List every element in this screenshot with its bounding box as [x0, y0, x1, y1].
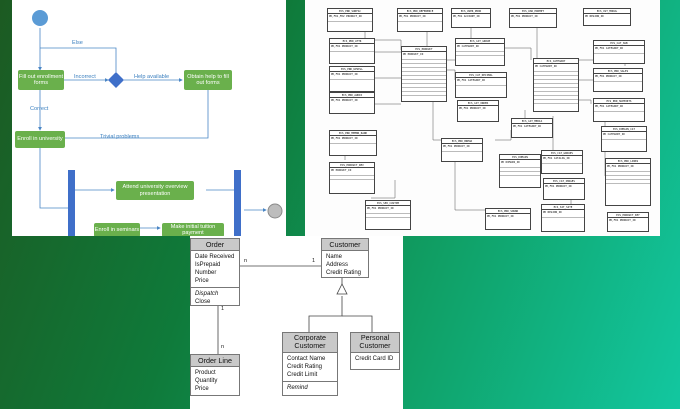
generalization-arrow [336, 283, 348, 295]
order-attr-date-received: Date Received [195, 254, 235, 260]
class-order-name: Order [191, 239, 239, 251]
obtain-help-action: Obtain help to fill out forms [184, 70, 232, 90]
final-node [267, 203, 283, 219]
initial-node [32, 10, 48, 26]
class-customer: Customer Name Address Credit Rating [321, 238, 369, 278]
corporate-attr-credit-limit: Credit Limit [287, 371, 318, 378]
class-order-line-name: Order Line [191, 355, 239, 367]
corporate-attr-credit-rating: Credit Rating [287, 363, 323, 370]
enroll-seminars-action: Enroll in seminars [94, 223, 140, 236]
guard-else: Else [72, 40, 83, 46]
uml-class-diagram-panel: Order Date Received IsPrepaid Number Pri… [190, 236, 403, 409]
multiplicity-order-customer-1: 1 [312, 258, 316, 264]
uml-connectors [217, 265, 373, 354]
customer-attr-address: Address [326, 262, 349, 269]
order-attr-number: Number [195, 270, 217, 277]
class-corporate-customer-name: Corporate Customer [283, 333, 337, 353]
make-payment-action: Make initial tuition payment [162, 223, 224, 236]
order-attr-price: Price [195, 278, 209, 285]
guard-correct: Correct [30, 106, 49, 112]
join-bar-right [234, 170, 241, 236]
order-line-attr-product: Product [195, 370, 216, 376]
order-op-dispatch: Dispatch [195, 291, 219, 298]
class-order-line: Order Line Product Quantity Price [190, 354, 240, 396]
multiplicity-order-customer-n: n [244, 258, 248, 264]
class-order: Order Date Received IsPrepaid Number Pri… [190, 238, 240, 306]
order-op-close: Close [195, 299, 211, 306]
guard-incorrect: Incorrect [74, 74, 96, 80]
activity-diagram-connectors [32, 10, 283, 230]
personal-attr-credit-card-id: Credit Card ID [355, 355, 394, 362]
guard-trivial-problems: Trivial problems [100, 134, 140, 140]
class-corporate-customer: Corporate Customer Contact Name Credit R… [282, 332, 338, 396]
class-personal-customer-name: Personal Customer [351, 333, 399, 353]
order-line-attr-price: Price [195, 386, 209, 393]
customer-attr-credit-rating: Credit Rating [326, 270, 362, 277]
guard-help-available: Help available [134, 74, 170, 80]
class-customer-name: Customer [322, 239, 368, 251]
customer-attr-name: Name [326, 254, 343, 260]
order-line-attr-quantity: Quantity [195, 378, 218, 385]
multiplicity-order-line-n: n [221, 344, 225, 350]
fork-bar-left [68, 170, 75, 236]
enroll-university-action: Enroll in university [15, 131, 65, 148]
attend-overview-action: Attend university overview presentation [116, 181, 194, 200]
activity-diagram-panel: Fill out enrollment forms Obtain help to… [12, 0, 286, 236]
decision-node [108, 72, 124, 88]
multiplicity-order-line-1: 1 [221, 306, 225, 312]
fill-forms-action: Fill out enrollment forms [18, 70, 64, 90]
class-personal-customer: Personal Customer Credit Card ID [350, 332, 400, 370]
order-attr-isprepaid: IsPrepaid [195, 262, 221, 269]
corporate-attr-contact-name: Contact Name [287, 355, 326, 362]
corporate-op-remind: Remind [287, 384, 308, 391]
